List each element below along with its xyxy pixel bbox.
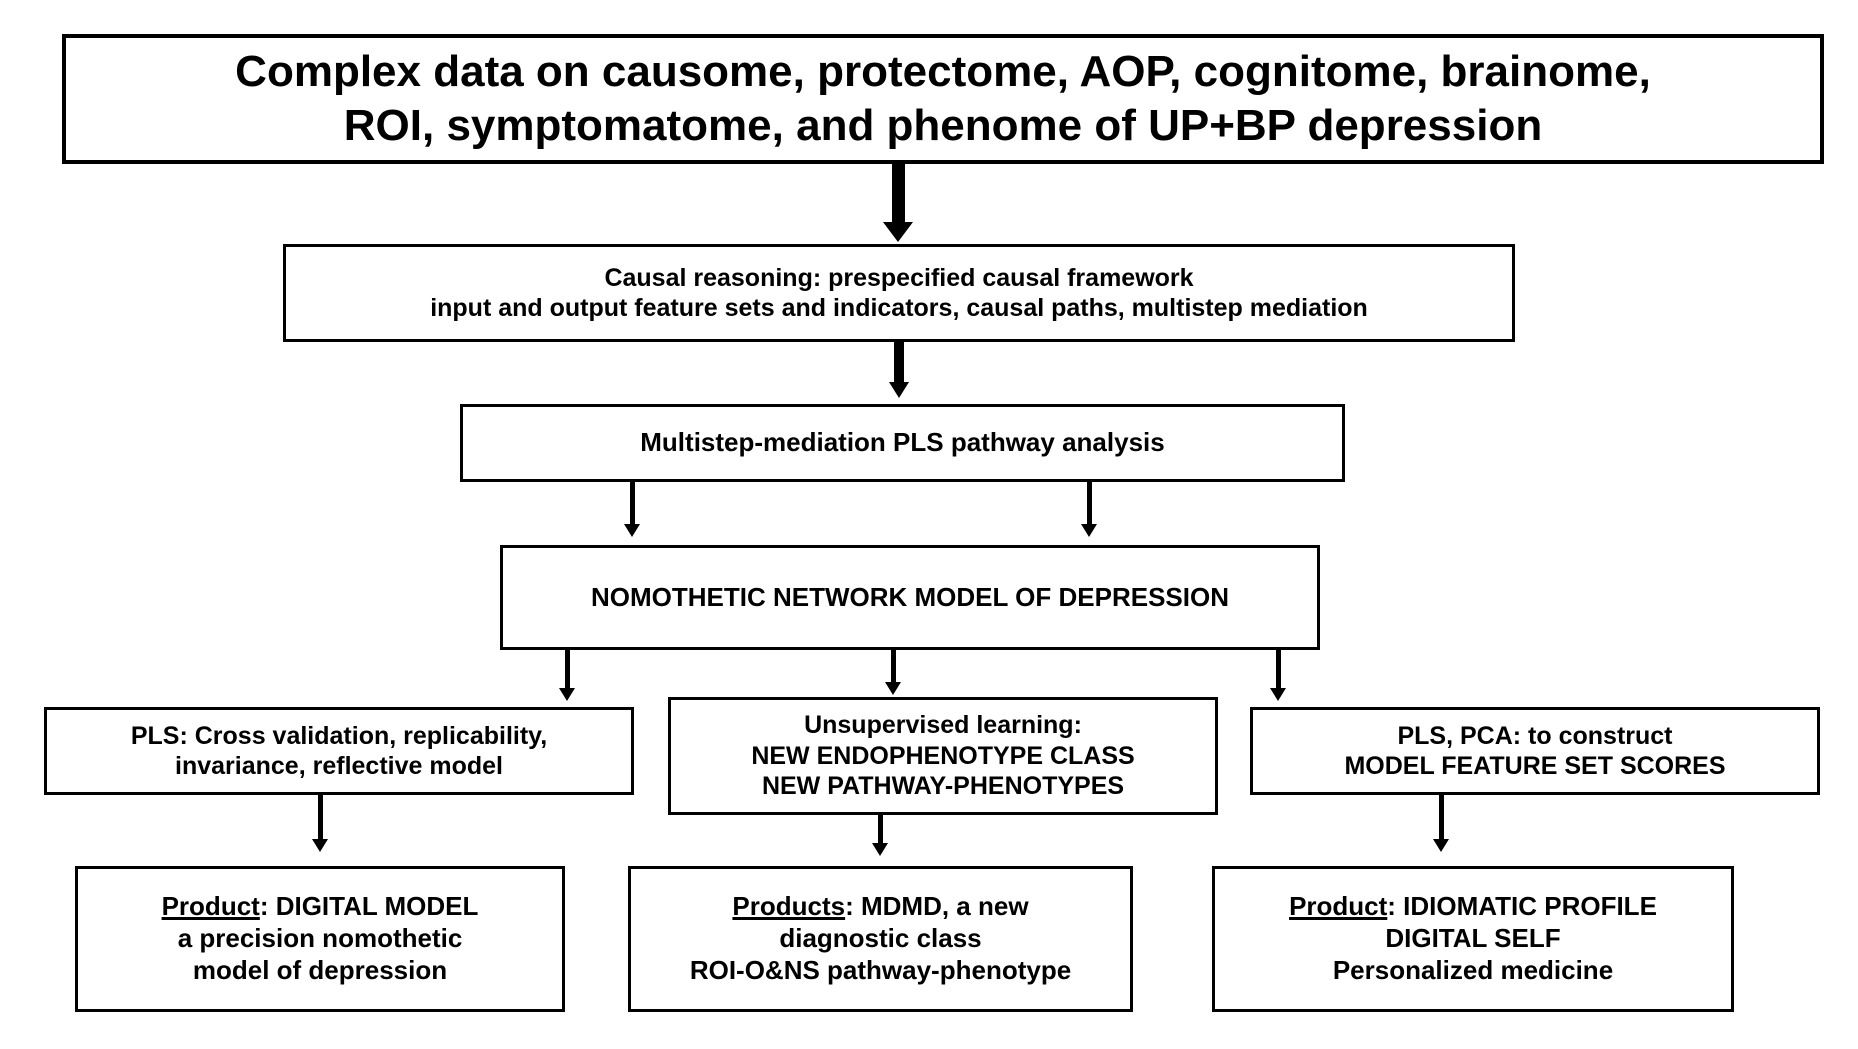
arrow-head xyxy=(889,382,909,398)
arrow-head xyxy=(1081,524,1097,537)
arrow-head xyxy=(872,843,888,856)
node-product-digital-model-line2: a precision nomothetic xyxy=(177,923,463,954)
node-nomothetic-network-model: NOMOTHETIC NETWORK MODEL OF DEPRESSION xyxy=(500,545,1320,650)
node-pls-pca-feature-scores-line2: MODEL FEATURE SET SCORES xyxy=(1344,752,1726,780)
arrow-shaft xyxy=(891,650,896,686)
node-product-mdmd-line2: diagnostic class xyxy=(779,923,982,954)
product-value: : MDMD, a new xyxy=(845,891,1029,922)
node-pls-pathway-analysis: Multistep-mediation PLS pathway analysis xyxy=(460,404,1345,482)
node-pls-cross-validation: PLS: Cross validation, replicability, in… xyxy=(44,707,634,795)
node-product-idiomatic-profile: Product: IDIOMATIC PROFILE DIGITAL SELF … xyxy=(1212,866,1734,1012)
node-product-idiomatic-profile-line3: Personalized medicine xyxy=(1332,954,1614,985)
node-unsupervised-learning-line2: NEW ENDOPHENOTYPE CLASS xyxy=(751,741,1135,770)
product-value: : DIGITAL MODEL xyxy=(259,891,479,922)
node-pls-cross-validation-line1: PLS: Cross validation, replicability, xyxy=(130,721,548,750)
arrow-head xyxy=(883,222,913,242)
arrow-shaft xyxy=(318,795,323,843)
node-complex-data-line1: Complex data on causome, protectome, AOP… xyxy=(235,47,1651,97)
arrow-shaft xyxy=(630,482,635,528)
node-product-digital-model-line1: Product: DIGITAL MODEL xyxy=(162,891,479,923)
arrow-head xyxy=(885,682,901,695)
node-product-idiomatic-profile-line2: DIGITAL SELF xyxy=(1385,923,1561,954)
arrow-shaft xyxy=(565,650,570,692)
node-nomothetic-network-model-line1: NOMOTHETIC NETWORK MODEL OF DEPRESSION xyxy=(591,581,1229,612)
node-unsupervised-learning-line3: NEW PATHWAY-PHENOTYPES xyxy=(761,772,1125,801)
arrow-shaft xyxy=(892,164,905,226)
arrow-shaft xyxy=(878,815,883,847)
node-product-mdmd-line3: ROI-O&NS pathway-phenotype xyxy=(689,954,1072,985)
product-label: Product xyxy=(161,891,260,922)
node-unsupervised-learning: Unsupervised learning: NEW ENDOPHENOTYPE… xyxy=(668,697,1218,815)
node-product-mdmd: Products: MDMD, a new diagnostic class R… xyxy=(628,866,1133,1012)
node-pls-pca-feature-scores-line1: PLS, PCA: to construct xyxy=(1397,721,1673,750)
arrow-head xyxy=(1433,839,1449,852)
arrow-head xyxy=(312,839,328,852)
node-causal-reasoning-line2: input and output feature sets and indica… xyxy=(430,294,1368,322)
arrow-head xyxy=(559,688,575,701)
node-product-digital-model: Product: DIGITAL MODEL a precision nomot… xyxy=(75,866,565,1012)
node-product-digital-model-line3: model of depression xyxy=(192,954,448,985)
node-causal-reasoning-line1: Causal reasoning: prespecified causal fr… xyxy=(604,263,1194,292)
node-pls-pca-feature-scores: PLS, PCA: to construct MODEL FEATURE SET… xyxy=(1250,707,1820,795)
product-value: : IDIOMATIC PROFILE xyxy=(1387,891,1657,922)
node-unsupervised-learning-line1: Unsupervised learning: xyxy=(804,711,1082,740)
node-pls-cross-validation-line2: invariance, reflective model xyxy=(175,752,503,780)
node-product-idiomatic-profile-line1: Product: IDIOMATIC PROFILE xyxy=(1289,891,1657,923)
product-label: Products xyxy=(732,891,846,922)
arrow-head xyxy=(1270,688,1286,701)
arrow-shaft xyxy=(894,342,904,386)
node-causal-reasoning: Causal reasoning: prespecified causal fr… xyxy=(283,244,1515,342)
node-complex-data: Complex data on causome, protectome, AOP… xyxy=(62,34,1824,164)
arrow-shaft xyxy=(1087,482,1092,528)
arrow-shaft xyxy=(1439,795,1444,843)
arrow-shaft xyxy=(1276,650,1281,692)
node-pls-pathway-analysis-line1: Multistep-mediation PLS pathway analysis xyxy=(640,427,1165,458)
node-product-mdmd-line1: Products: MDMD, a new xyxy=(732,891,1028,923)
arrow-head xyxy=(624,524,640,537)
node-complex-data-line2: ROI, symptomatome, and phenome of UP+BP … xyxy=(343,101,1543,150)
product-label: Product xyxy=(1289,891,1388,922)
